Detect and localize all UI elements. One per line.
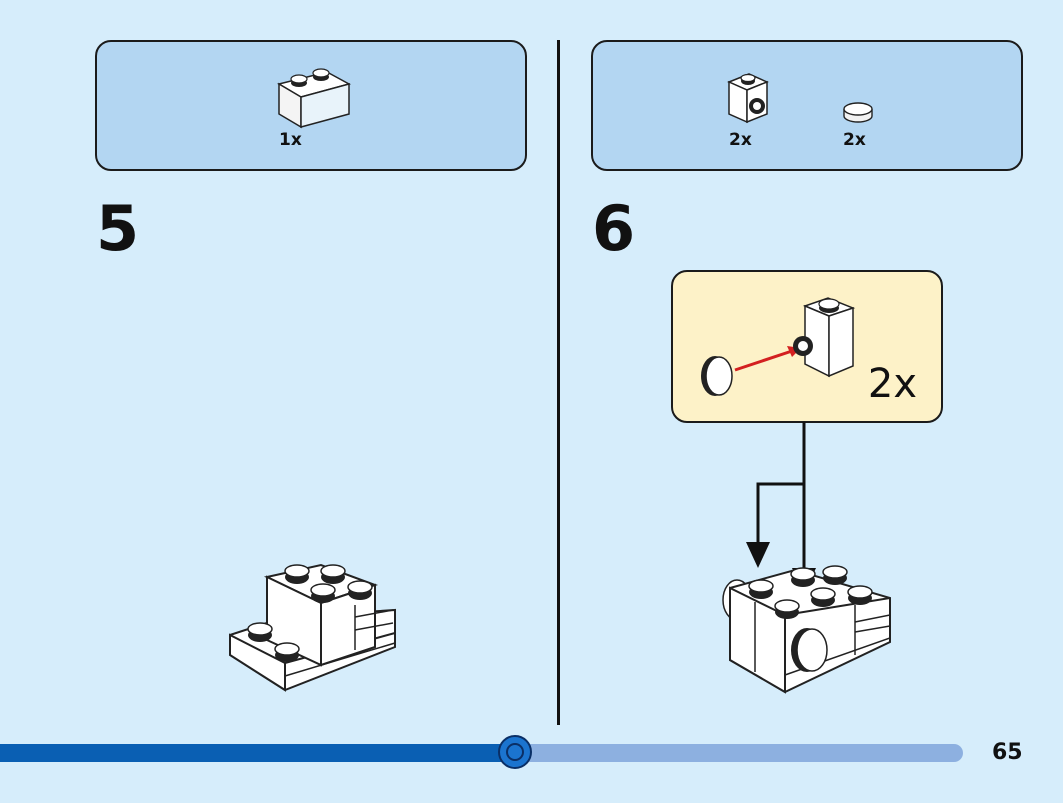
sub-assembly-callout: 2x [671, 270, 943, 423]
parts-list-step-5: 1x [95, 40, 527, 171]
step-number: 5 [96, 192, 140, 265]
part-quantity: 1x [279, 130, 302, 150]
step-6-model-illustration [722, 565, 891, 694]
progress-knob [498, 735, 532, 769]
step-number: 6 [592, 192, 636, 265]
sub-assembly-illustration [701, 297, 856, 396]
brick-1x2-icon [277, 68, 351, 129]
page-divider [557, 40, 560, 725]
progress-fill [0, 744, 515, 762]
round-tile-icon [843, 102, 873, 123]
sub-assembly-multiplier: 2x [867, 361, 917, 407]
part-quantity: 2x [843, 130, 866, 150]
page-number: 65 [992, 740, 1023, 765]
step-5-model-illustration [229, 563, 396, 692]
brick-1x1-side-stud-icon [727, 73, 769, 124]
parts-list-step-6: 2x 2x [591, 40, 1023, 171]
part-quantity: 2x [729, 130, 752, 150]
